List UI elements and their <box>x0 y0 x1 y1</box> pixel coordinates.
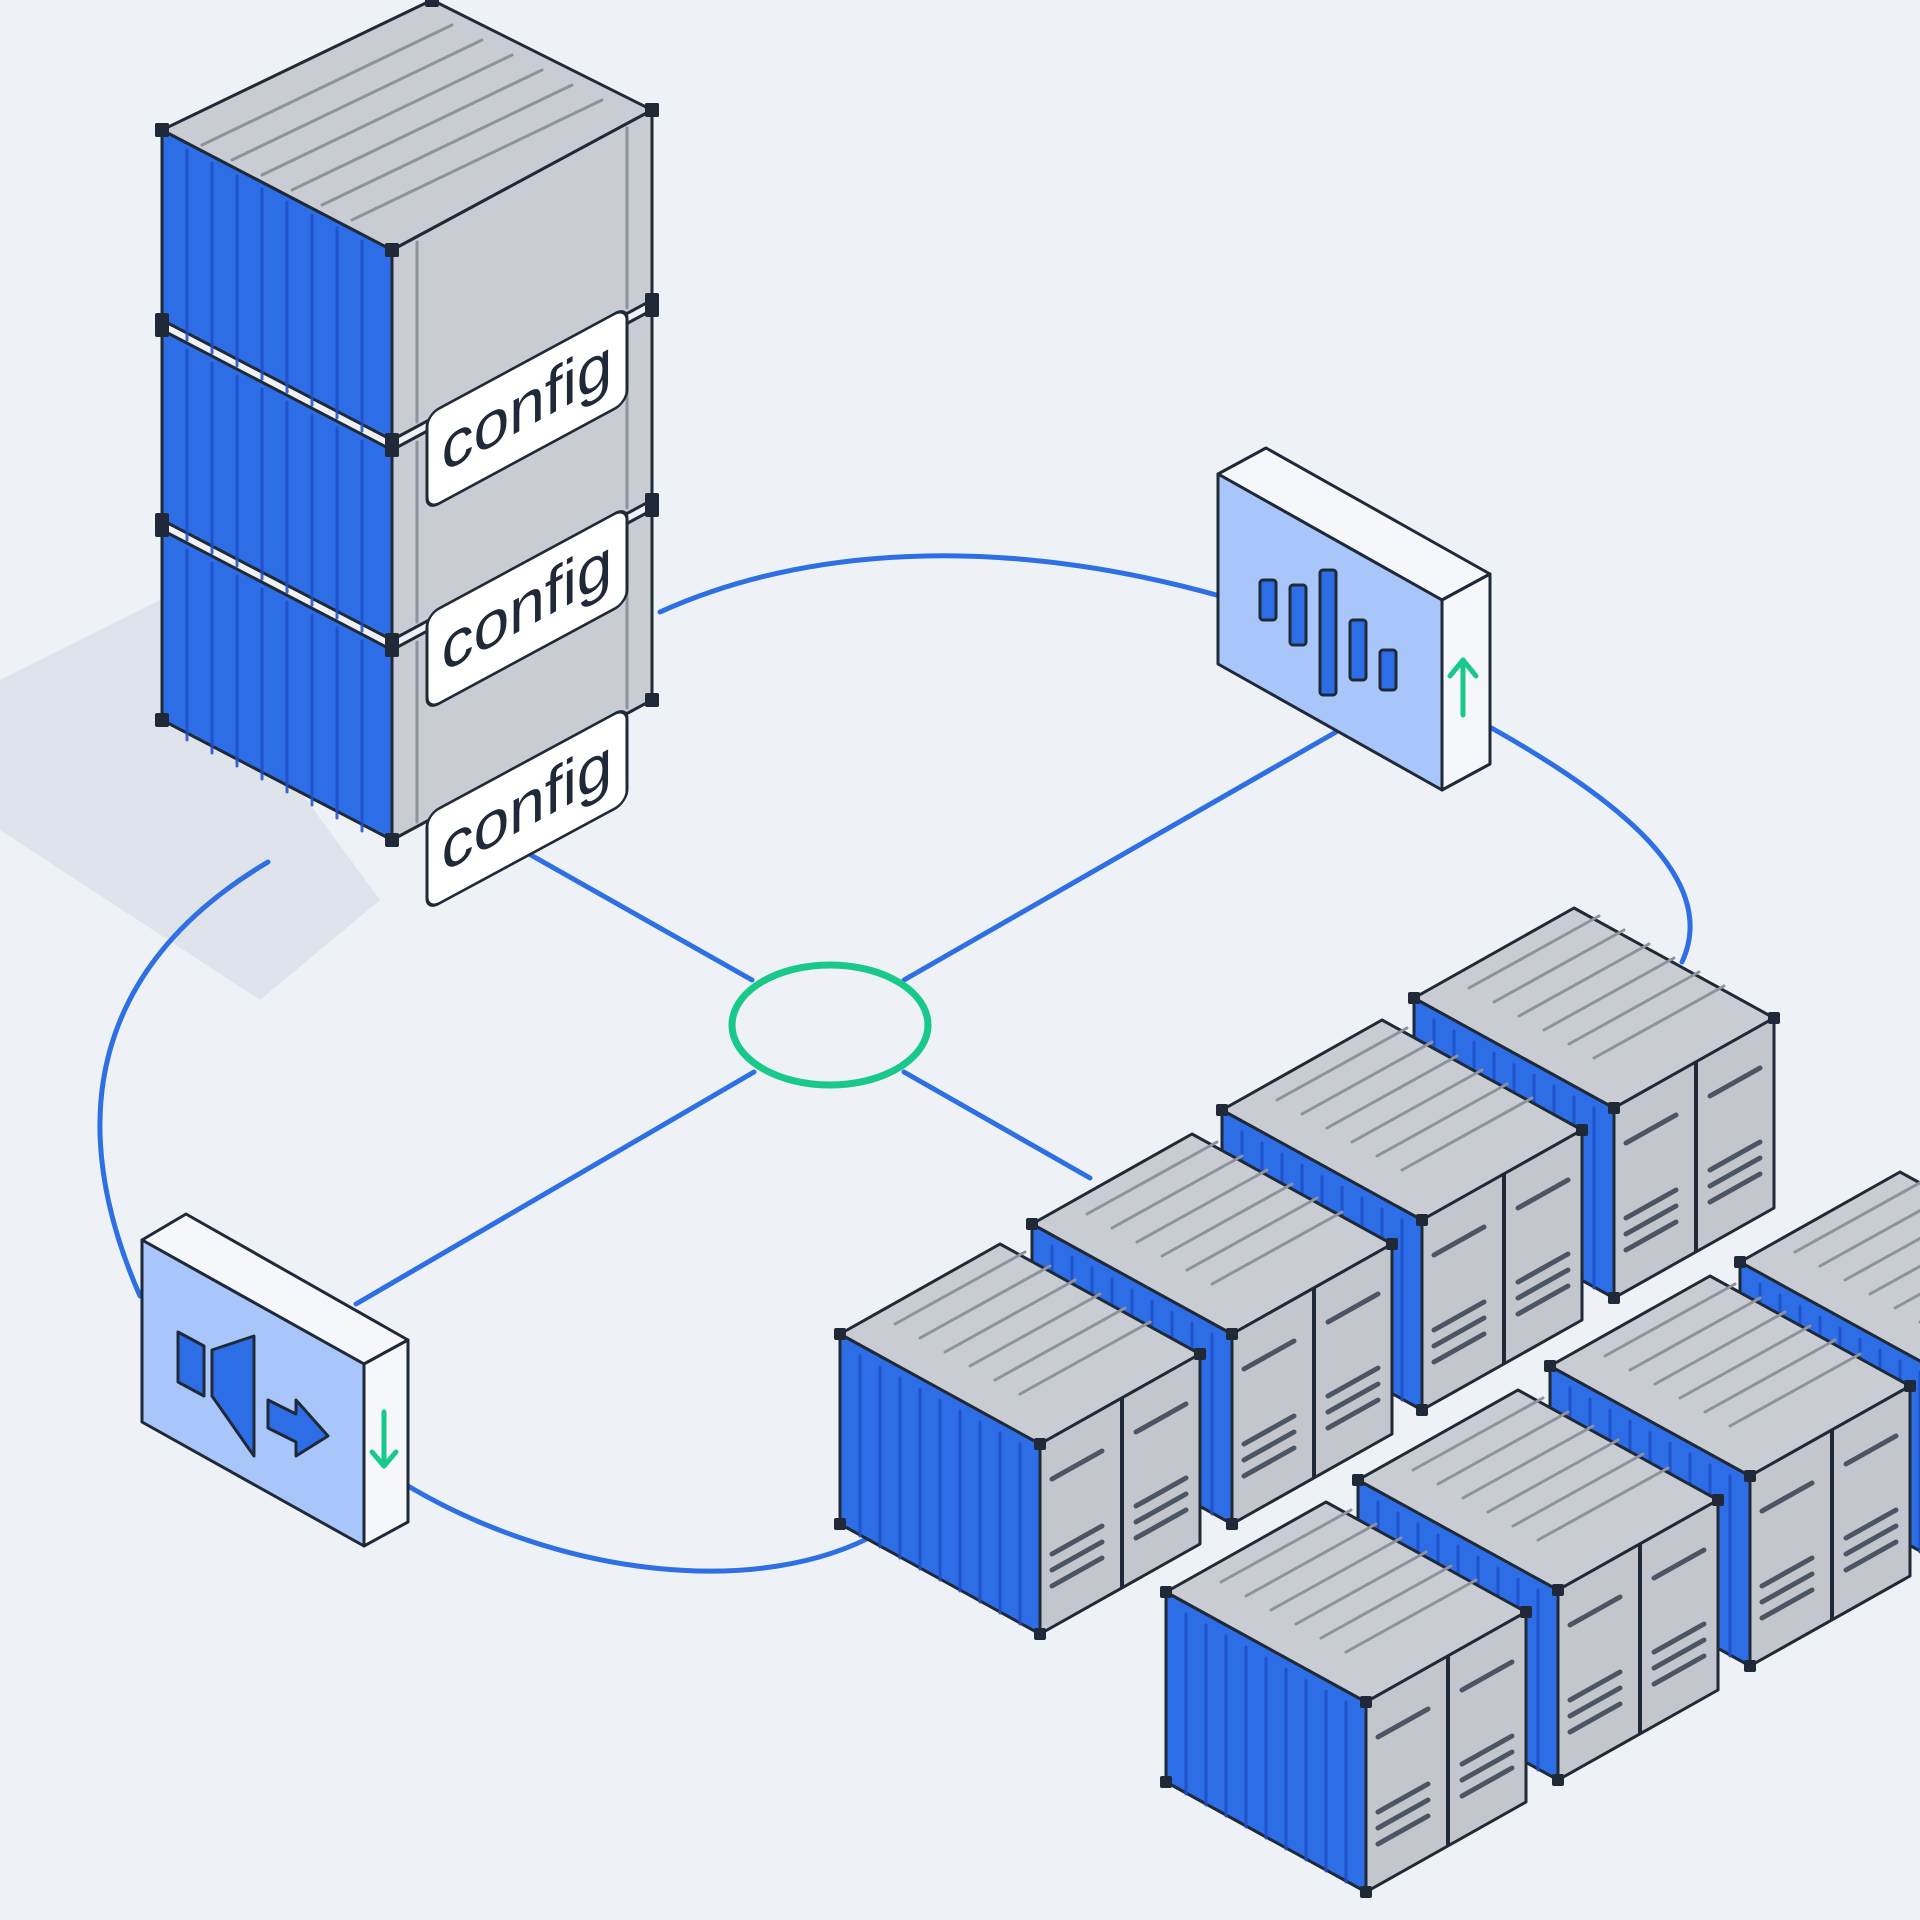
edge-analytics-hub <box>901 729 1339 983</box>
broadcast-panel[interactable] <box>140 1212 410 1548</box>
edge-servers-hub <box>901 1069 1093 1181</box>
edge-outer-left <box>97 859 271 1299</box>
arrow-up-icon <box>1447 657 1479 718</box>
hub-ring <box>728 961 932 1089</box>
speaker-icon <box>176 1330 330 1458</box>
edge-outer-right <box>1485 723 1693 965</box>
edge-outer-top <box>657 553 1223 615</box>
bar-chart-icon <box>1258 568 1398 697</box>
arrow-down-icon <box>369 1409 399 1469</box>
edge-broadcast-hub <box>353 1069 757 1307</box>
edge-outer-bottom <box>405 1483 883 1574</box>
config-stack[interactable]: config config config <box>153 0 661 910</box>
network-edges <box>97 553 1693 1574</box>
edge-config-hub <box>519 847 755 983</box>
analytics-panel[interactable] <box>1216 446 1492 792</box>
stack-shadow <box>0 600 380 1000</box>
